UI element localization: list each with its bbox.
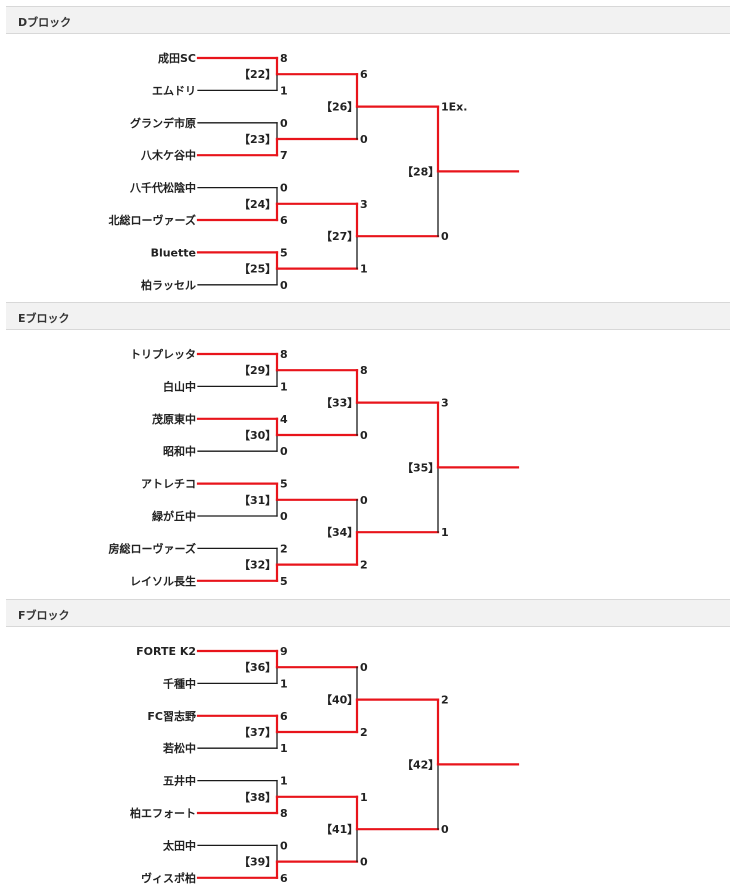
score: 8 xyxy=(360,364,368,377)
score: 4 xyxy=(280,413,288,426)
score: 8 xyxy=(280,807,288,820)
team-name: 太田中 xyxy=(162,838,196,852)
score: 1 xyxy=(360,263,368,276)
team-name: 緑が丘中 xyxy=(152,509,196,523)
score: 6 xyxy=(280,872,288,885)
score: 1 xyxy=(280,84,288,97)
team-name: アトレチコ xyxy=(141,478,196,491)
match-number: 【33】 xyxy=(321,397,358,410)
team-name: ヴィスポ柏 xyxy=(141,871,196,885)
score: 0 xyxy=(360,494,368,507)
team-name: 八千代松陰中 xyxy=(129,181,196,195)
score: 6 xyxy=(280,214,288,227)
score: 0 xyxy=(280,117,288,130)
score: 0 xyxy=(360,856,368,869)
match-number: 【39】 xyxy=(239,856,276,869)
team-name: トリプレッタ xyxy=(130,347,196,361)
score: 1 xyxy=(441,526,449,539)
team-name: 房総ローヴァーズ xyxy=(109,541,196,555)
score: 0 xyxy=(441,230,449,243)
match-number: 【30】 xyxy=(239,429,276,442)
score: 2 xyxy=(441,694,449,707)
score: 3 xyxy=(441,397,449,410)
team-name: 千種中 xyxy=(163,676,196,690)
score: 1 xyxy=(280,380,288,393)
match-number: 【26】 xyxy=(321,101,358,114)
team-name: エムドリ xyxy=(152,84,196,97)
score: 0 xyxy=(280,839,288,852)
score: 8 xyxy=(280,348,288,361)
match-number: 【32】 xyxy=(239,559,276,572)
score: 2 xyxy=(360,559,368,572)
bracket-e: トリプレッタ 8 白山中 1 【29】茂原東中 4 昭和中 0 【30】アトレチコ 5 緑が丘中 0 【… xyxy=(109,347,520,588)
score: 1 xyxy=(360,791,368,804)
match-number: 【24】 xyxy=(239,198,276,211)
score: 0 xyxy=(280,510,288,523)
score: 1 xyxy=(280,775,288,788)
match-number: 【42】 xyxy=(402,758,439,771)
score: 1 xyxy=(280,742,288,755)
score: 0 xyxy=(280,182,288,195)
score: 3 xyxy=(360,198,368,211)
team-name: レイソル長生 xyxy=(130,574,196,588)
match-number: 【34】 xyxy=(321,526,358,539)
score: 5 xyxy=(280,478,288,491)
team-name: Bluette xyxy=(151,246,196,259)
team-name: 茂原東中 xyxy=(152,412,196,426)
match-number: 【38】 xyxy=(239,791,276,804)
match-number: 【37】 xyxy=(239,726,276,739)
team-name: 八木ケ谷中 xyxy=(140,148,196,162)
bracket-d: 成田SC 8 エムドリ 1 【22】グランデ市原 0 八木ケ谷中 7 【23】八千代松陰中 0 北総… xyxy=(109,51,520,292)
block-header-d: Dブロック xyxy=(6,6,730,34)
score: 8 xyxy=(280,52,288,65)
team-name: FC習志野 xyxy=(147,709,196,723)
score: 0 xyxy=(360,661,368,674)
block-title: Dブロック xyxy=(18,16,72,29)
team-name: 柏ラッセル xyxy=(141,278,196,292)
block-header-e: Eブロック xyxy=(6,302,730,330)
score: 9 xyxy=(280,645,288,658)
team-name: 五井中 xyxy=(163,774,196,788)
block-title: Eブロック xyxy=(18,312,70,325)
score: 0 xyxy=(441,823,449,836)
team-name: 白山中 xyxy=(163,379,196,393)
score: 0 xyxy=(280,279,288,292)
score: 0 xyxy=(360,429,368,442)
score: 6 xyxy=(360,68,368,81)
block-header-f: Fブロック xyxy=(6,599,730,627)
match-number: 【35】 xyxy=(402,461,439,474)
score: 2 xyxy=(360,726,368,739)
score: 1 xyxy=(280,677,288,690)
score: 5 xyxy=(280,575,288,588)
score: 0 xyxy=(360,133,368,146)
match-number: 【22】 xyxy=(239,68,276,81)
team-name: 柏エフォート xyxy=(130,806,196,820)
match-number: 【40】 xyxy=(321,694,358,707)
score: 6 xyxy=(280,710,288,723)
team-name: 成田SC xyxy=(158,51,196,65)
score: 5 xyxy=(280,246,288,259)
team-name: FORTE K2 xyxy=(136,645,196,658)
team-name: 昭和中 xyxy=(163,444,196,458)
team-name: グランデ市原 xyxy=(130,116,196,130)
score: 0 xyxy=(280,445,288,458)
match-number: 【36】 xyxy=(239,661,276,674)
match-number: 【23】 xyxy=(239,133,276,146)
match-number: 【41】 xyxy=(321,823,358,836)
team-name: 北総ローヴァーズ xyxy=(109,213,196,227)
match-number: 【31】 xyxy=(239,494,276,507)
match-number: 【25】 xyxy=(239,263,276,276)
bracket-f: FORTE K2 9 千種中 1 【36】 FC習志野 6 若松中 1 【37】五井中 1 柏エフォー… xyxy=(130,645,520,885)
score: 7 xyxy=(280,149,288,162)
block-title: Fブロック xyxy=(18,609,70,622)
team-name: 若松中 xyxy=(163,741,196,755)
match-number: 【29】 xyxy=(239,364,276,377)
score: 2 xyxy=(280,542,288,555)
score: 1Ex. xyxy=(441,101,467,114)
match-number: 【28】 xyxy=(402,165,439,178)
match-number: 【27】 xyxy=(321,230,358,243)
